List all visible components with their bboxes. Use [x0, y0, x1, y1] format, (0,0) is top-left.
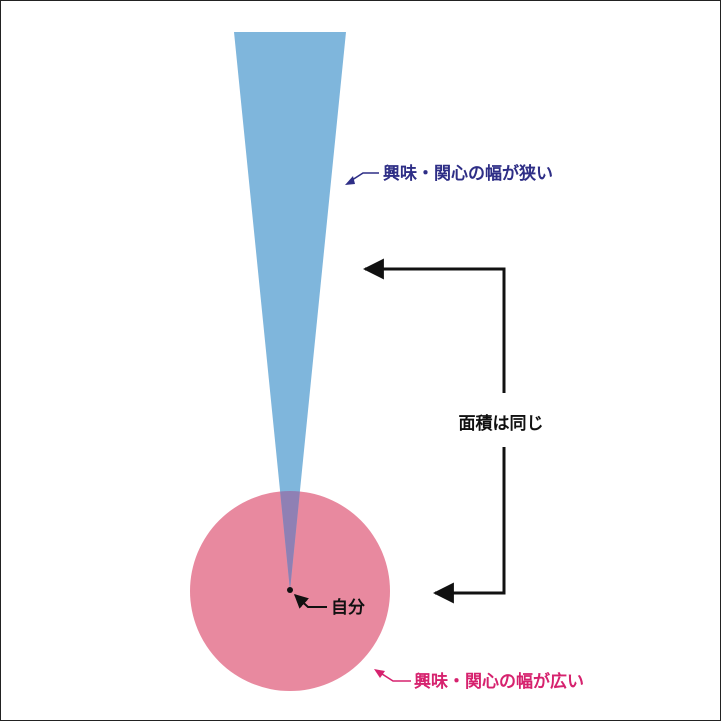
self-label: 自分	[331, 597, 365, 618]
wide-interest-label: 興味・関心の幅が広い	[414, 671, 584, 692]
bracket-arrow-bottom	[432, 447, 506, 604]
same-area-label: 面積は同じ	[459, 413, 544, 434]
self-point	[287, 587, 293, 593]
narrow-interest-cone	[234, 32, 346, 590]
wide-pointer-arrowhead	[374, 669, 385, 678]
narrow-pointer-arrowhead	[345, 176, 355, 185]
narrow-interest-label: 興味・関心の幅が狭い	[383, 163, 553, 184]
bracket-arrow-top	[362, 258, 506, 393]
self-pointer-arrow	[293, 594, 327, 609]
wide-pointer-line	[378, 671, 411, 682]
